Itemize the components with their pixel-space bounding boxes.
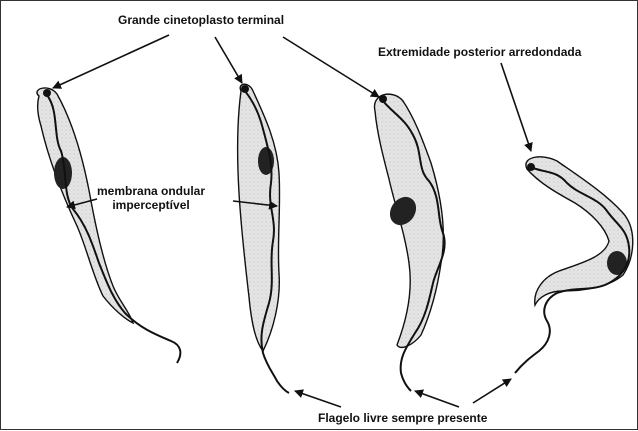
arrow-posterior-end <box>501 63 531 151</box>
cell-body-4 <box>526 157 633 305</box>
label-undulating-membrane: membrana ondular imperceptível <box>97 184 205 212</box>
arrow-kinetoplast-2 <box>215 37 242 83</box>
kinetoplast-4 <box>527 163 535 171</box>
label-membrane-line-2: imperceptível <box>97 198 205 212</box>
arrow-flagellum-2 <box>415 391 459 407</box>
trypomastigote-3 <box>375 94 445 391</box>
arrow-kinetoplast-3 <box>283 37 379 97</box>
label-kinetoplast: Grande cinetoplasto terminal <box>118 13 284 27</box>
annotation-arrows <box>53 35 531 407</box>
label-membrane-line-1: membrana ondular <box>97 184 205 198</box>
trypomastigote-1 <box>37 88 180 363</box>
trypomastigote-2 <box>238 84 289 393</box>
trypomastigote-4 <box>515 157 633 373</box>
label-free-flagellum: Flagelo livre sempre presente <box>318 411 487 425</box>
arrow-kinetoplast-1 <box>53 35 169 88</box>
arrow-flagellum-1 <box>295 391 341 407</box>
label-posterior-end: Extremidade posterior arredondada <box>378 45 581 59</box>
arrow-flagellum-3 <box>473 379 511 403</box>
